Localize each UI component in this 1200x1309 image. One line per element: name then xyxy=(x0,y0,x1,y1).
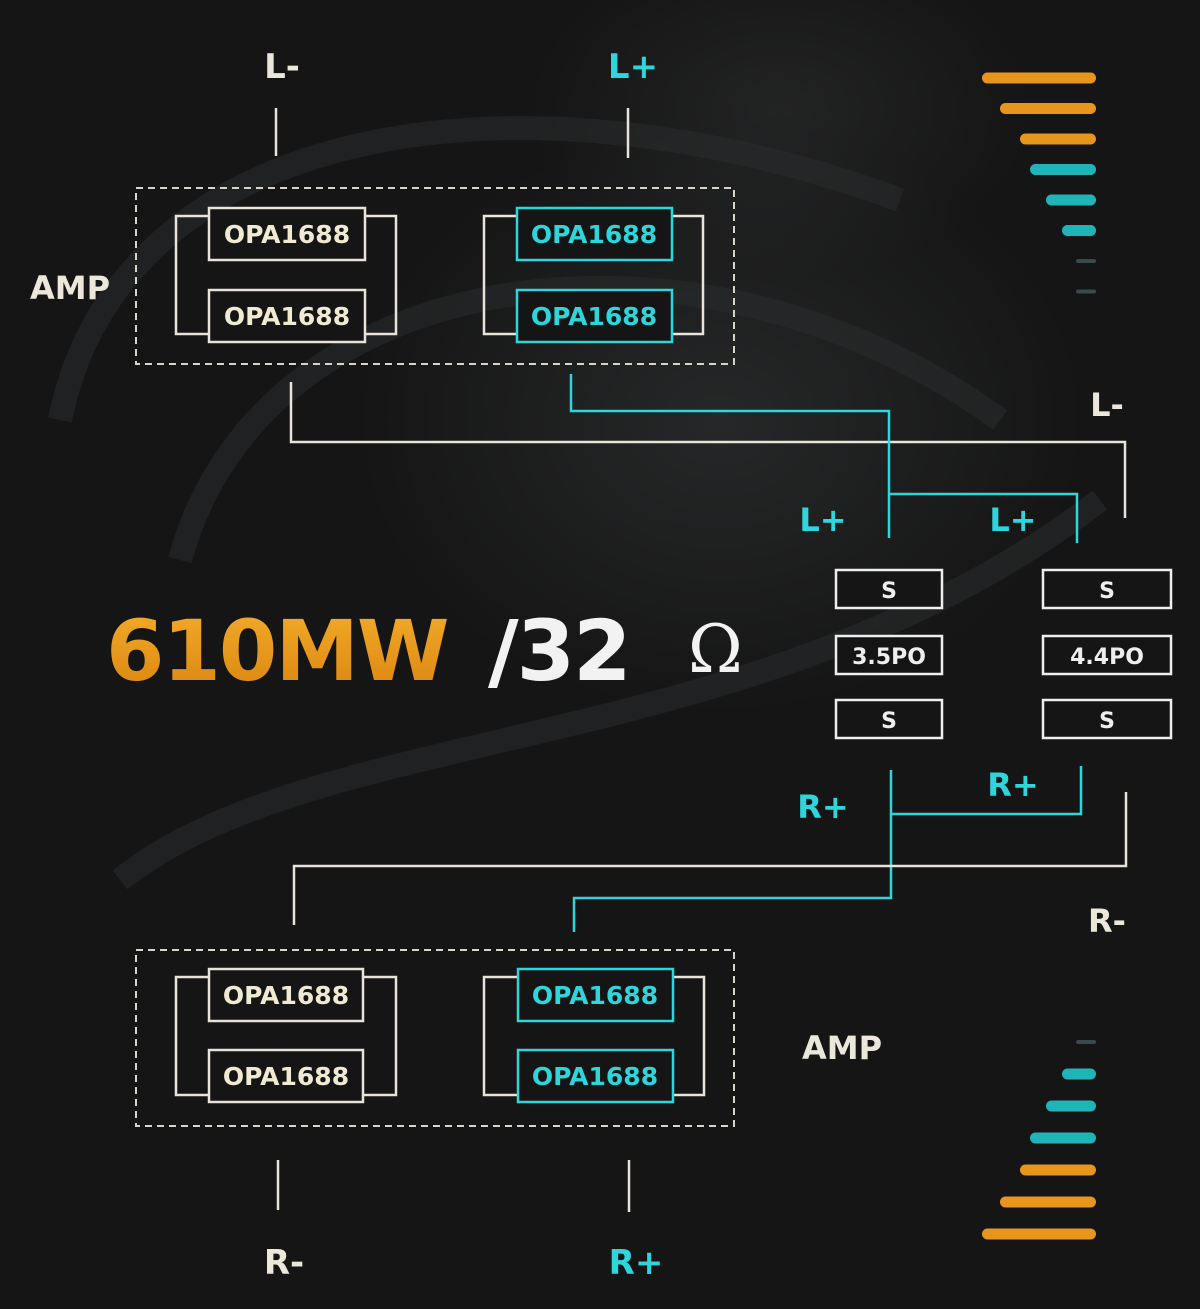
amp-top-frame xyxy=(135,187,735,365)
power-value: 610MW xyxy=(106,602,448,700)
amp-bottom-frame xyxy=(135,949,735,1127)
chip-box xyxy=(207,967,365,1023)
level-bars-top xyxy=(982,72,1096,294)
chip-label: OPA1688 xyxy=(532,981,658,1010)
jack-35-bottom-label: S xyxy=(881,709,897,734)
top-right-label: L+ xyxy=(608,47,658,87)
chip-label: OPA1688 xyxy=(532,1062,658,1091)
jack-44-top-label: S xyxy=(1099,579,1115,604)
level-bar xyxy=(1020,133,1096,145)
level-bar xyxy=(1030,164,1096,175)
chip-box xyxy=(516,1048,675,1104)
level-bar xyxy=(1076,289,1096,294)
jack-44-name-label: 4.4PO xyxy=(1070,645,1144,670)
route-r-plus-35 xyxy=(572,814,893,932)
chip-box xyxy=(516,967,675,1023)
level-bar xyxy=(1030,1132,1096,1144)
level-bar xyxy=(1076,1040,1096,1044)
level-bar xyxy=(1000,103,1096,114)
jack-35: S 3.5PO S xyxy=(834,568,944,740)
level-bar xyxy=(982,72,1096,84)
chip-label: OPA1688 xyxy=(224,220,350,249)
jack-44: S 4.4PO S xyxy=(1041,568,1173,740)
amp-top-white-pair: OPA1688 OPA1688 xyxy=(174,206,398,344)
jack-35-bottom-box xyxy=(834,698,944,740)
background-swirl xyxy=(48,116,1108,890)
jack-35-name-label: 3.5PO xyxy=(852,645,926,670)
level-bars-bottom xyxy=(982,1040,1096,1240)
route-r-minus xyxy=(292,792,1128,925)
ohm-symbol: Ω xyxy=(688,611,743,688)
l-plus-44-label: L+ xyxy=(989,501,1036,539)
top-left-label: L- xyxy=(264,47,300,87)
right-r-minus-label: R- xyxy=(1088,902,1126,940)
route-r-plus-44 xyxy=(889,766,1083,816)
chip-label: OPA1688 xyxy=(224,302,350,331)
chip-box xyxy=(515,206,674,262)
chip-label: OPA1688 xyxy=(223,1062,349,1091)
jack-44-top-box xyxy=(1041,568,1173,610)
chip-box xyxy=(207,206,367,262)
level-bar xyxy=(1062,225,1096,236)
chip-label: OPA1688 xyxy=(223,981,349,1010)
route-l-plus-35 xyxy=(569,374,891,538)
level-bar xyxy=(1046,1100,1096,1112)
r-plus-44-label: R+ xyxy=(987,766,1038,804)
amp-top-label: AMP xyxy=(30,269,110,307)
amp-bottom-label: AMP xyxy=(802,1029,882,1067)
jack-35-top-label: S xyxy=(881,579,897,604)
jack-44-bottom-label: S xyxy=(1099,709,1115,734)
chip-box xyxy=(207,1048,365,1104)
chip-label: OPA1688 xyxy=(531,220,657,249)
route-l-plus-44 xyxy=(889,492,1079,543)
jack-35-top-box xyxy=(834,568,944,610)
jack-35-name-box xyxy=(834,634,944,676)
level-bar xyxy=(1046,194,1096,206)
right-l-minus-label: L- xyxy=(1090,386,1124,424)
l-plus-35-label: L+ xyxy=(799,501,846,539)
level-bar xyxy=(1062,1068,1096,1080)
r-plus-35-label: R+ xyxy=(797,788,848,826)
chip-box xyxy=(515,288,674,344)
chip-box xyxy=(207,288,367,344)
amp-bottom-white-pair: OPA1688 OPA1688 xyxy=(174,967,398,1104)
level-bar xyxy=(1076,259,1096,263)
level-bar xyxy=(1020,1164,1096,1176)
amp-bottom-cyan-pair: OPA1688 OPA1688 xyxy=(482,967,706,1104)
level-bar xyxy=(982,1228,1096,1240)
chip-label: OPA1688 xyxy=(531,302,657,331)
power-impedance: /32 xyxy=(488,602,630,700)
bottom-right-label: R+ xyxy=(609,1243,664,1283)
jack-44-bottom-box xyxy=(1041,698,1173,740)
route-l-minus xyxy=(289,382,1127,518)
amp-top-cyan-pair: OPA1688 OPA1688 xyxy=(482,206,705,344)
bottom-left-label: R- xyxy=(264,1243,304,1283)
jack-44-name-box xyxy=(1041,634,1173,676)
level-bar xyxy=(1000,1196,1096,1208)
